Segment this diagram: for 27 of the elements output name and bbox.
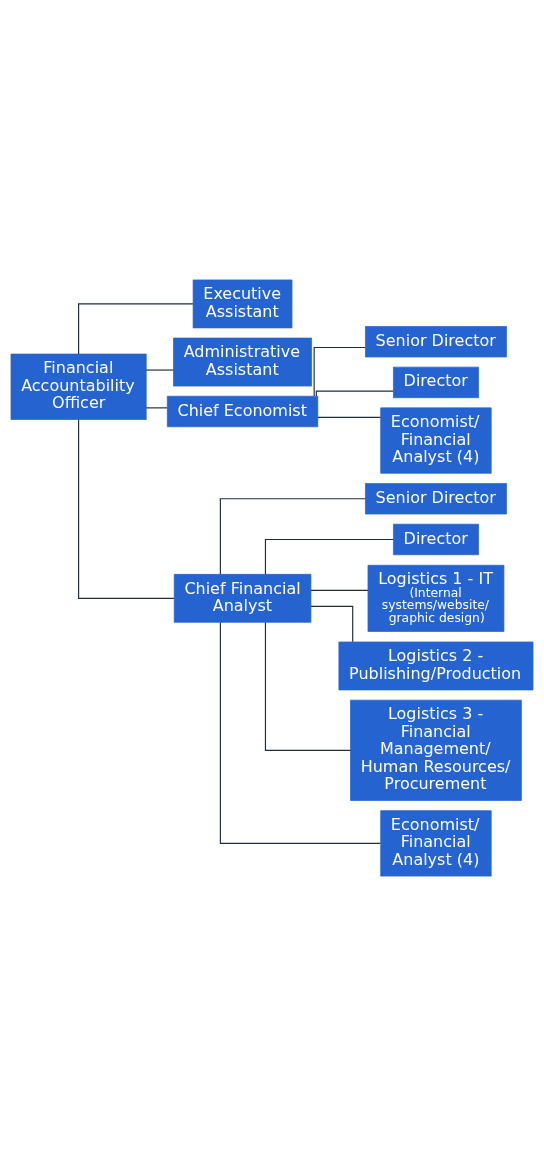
connector — [310, 605, 354, 643]
node-box: Economist/ Financial Analyst (4) — [380, 407, 492, 474]
connector — [145, 407, 168, 409]
connector — [145, 369, 174, 371]
node-box: Executive Assistant — [192, 279, 293, 329]
connector — [315, 390, 394, 397]
connector — [313, 346, 366, 397]
node-box: Logistics 3 - Financial Management/ Human Resources/ Procurement — [350, 699, 522, 801]
connector — [219, 498, 366, 575]
connector — [78, 303, 194, 355]
connector — [78, 419, 175, 599]
node-box: Director — [393, 523, 479, 556]
connector — [310, 589, 369, 591]
node-box: Chief Economist — [166, 395, 319, 428]
connector — [264, 538, 394, 575]
node-box: Director — [393, 366, 479, 399]
node-box: Economist/ Financial Analyst (4) — [380, 810, 492, 877]
node-box: Administrative Assistant — [173, 337, 312, 387]
node-box: Chief Financial Analyst — [173, 574, 312, 623]
connector — [219, 621, 381, 844]
connector — [317, 416, 382, 418]
node-box: Senior Director — [365, 326, 507, 358]
node-box: Financial Accountability Officer — [10, 353, 147, 420]
node-box: Logistics 1 - IT (Internal systems/website/ graphic design) — [367, 564, 505, 632]
node-box: Senior Director — [365, 483, 507, 515]
connector — [264, 621, 352, 751]
node-box: Logistics 2 - Publishing/Production — [338, 641, 534, 691]
